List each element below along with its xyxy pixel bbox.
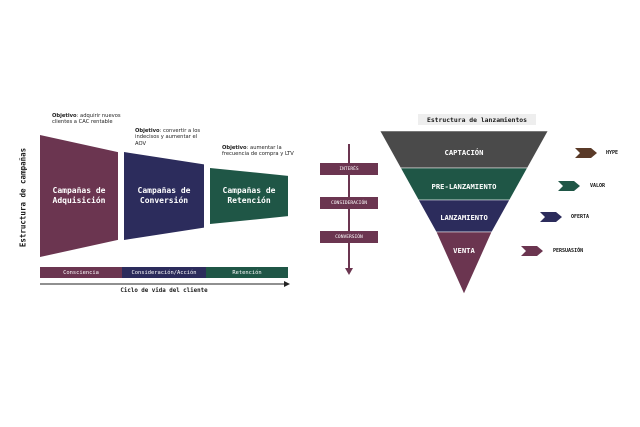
tag-persuasion: PERSUASIÓN [553,248,584,254]
card-acquisition: Campañas de Adquisición [40,135,118,257]
card-retention: Campañas de Retención [210,168,288,224]
funnel-label-venta: VENTA [453,245,475,255]
funnel-label-lanzamiento: LANZAMIENTO [440,212,488,222]
timeline-conversion: CONVERSIÓN [320,231,378,243]
objective-acquisition: Objetivo: adquirir nuevos clientes a CAC… [52,113,121,126]
chevron-persuasion-icon [521,246,543,256]
funnel-label-prelanzamiento: PRE-LANZAMIENTO [431,181,497,191]
chevron-hype-icon [575,148,597,158]
timeline-interest: INTERÉS [320,163,378,175]
funnel-level-venta [435,231,493,295]
objective-conversion: Objetivo: convertir a los indecisos y au… [135,128,201,147]
lifecycle-axis-label: Ciclo de vida del cliente [120,288,208,294]
stage-retention: Retención [206,267,288,278]
objective-retention: Objetivo: aumentar la frecuencia de comp… [222,145,294,158]
lifecycle-arrow [40,281,290,287]
launch-funnel [380,131,548,295]
tag-hype: HYPE [606,150,619,156]
launch-structure-title: Estructura de lanzamientos [418,114,536,125]
timeline-consideration: CONSIDERACIÓN [320,197,378,209]
campaign-structure-vertical-title: Estructura de campañas [18,147,28,248]
stage-awareness: Consciencia [40,267,122,278]
chevron-oferta-icon [540,212,562,222]
card-conversion: Campañas de Conversión [124,152,204,240]
chevron-valor-icon [558,181,580,191]
funnel-label-captacion: CAPTACIÓN [444,147,484,157]
stage-consideration: Consideración/Acción [122,267,206,278]
tag-valor: VALOR [590,183,606,189]
tag-oferta: OFERTA [571,214,590,220]
